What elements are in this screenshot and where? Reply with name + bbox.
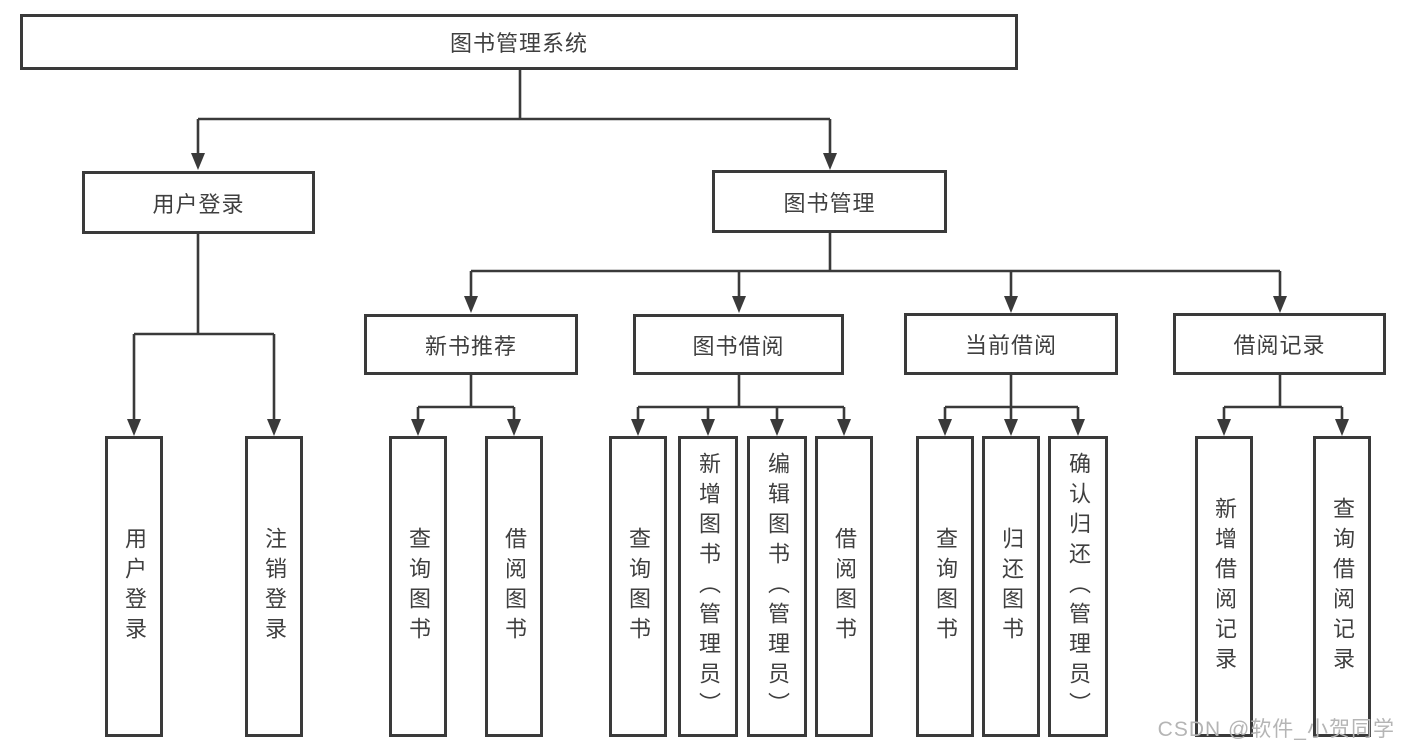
leaf-label: 归还图书 — [999, 526, 1024, 647]
node-label: 用户登录 — [152, 191, 245, 217]
csdn-watermark: CSDN @软件_小贺同学 — [1157, 718, 1395, 741]
leaf-query-books-borrowing: 查询图书 — [609, 436, 667, 737]
node-label: 图书管理系统 — [449, 31, 588, 56]
node-label: 新书推荐 — [424, 333, 517, 359]
leaf-label: 新增图书（管理员） — [696, 451, 721, 722]
leaf-label: 查询图书 — [933, 526, 958, 647]
leaf-add-books-admin: 新增图书（管理员） — [678, 436, 738, 737]
node-new-book-recommendation: 新书推荐 — [364, 314, 578, 375]
leaf-edit-books-admin: 编辑图书（管理员） — [747, 436, 807, 737]
leaf-label: 新增借阅记录 — [1212, 496, 1237, 677]
leaf-borrow-books-recommend: 借阅图书 — [485, 436, 543, 737]
node-book-management: 图书管理 — [712, 170, 947, 233]
leaf-add-borrow-record: 新增借阅记录 — [1195, 436, 1253, 737]
leaf-label: 查询借阅记录 — [1330, 496, 1355, 677]
leaf-query-books-current: 查询图书 — [916, 436, 974, 737]
node-label: 借阅记录 — [1233, 333, 1326, 358]
leaf-query-books-recommend: 查询图书 — [389, 436, 447, 737]
leaf-label: 借阅图书 — [502, 526, 527, 647]
leaf-label: 注销登录 — [262, 526, 287, 647]
node-user-login: 用户登录 — [82, 171, 315, 234]
leaf-user-login: 用户登录 — [105, 436, 163, 737]
leaf-label: 借阅图书 — [832, 526, 857, 647]
leaf-label: 确认归还（管理员） — [1066, 451, 1091, 722]
leaf-logout: 注销登录 — [245, 436, 303, 737]
leaf-return-books: 归还图书 — [982, 436, 1040, 737]
leaf-confirm-return-admin: 确认归还（管理员） — [1048, 436, 1108, 737]
node-label: 图书管理 — [783, 190, 876, 216]
leaf-label: 用户登录 — [122, 526, 147, 647]
leaf-borrow-books-borrowing: 借阅图书 — [815, 436, 873, 737]
leaf-label: 查询图书 — [406, 526, 431, 647]
node-library-management-system: 图书管理系统 — [20, 14, 1018, 70]
node-label: 图书借阅 — [692, 333, 785, 359]
node-book-borrowing: 图书借阅 — [633, 314, 844, 375]
leaf-label: 编辑图书（管理员） — [765, 451, 790, 722]
node-label: 当前借阅 — [964, 333, 1057, 358]
node-borrowing-records: 借阅记录 — [1173, 313, 1386, 375]
leaf-label: 查询图书 — [626, 526, 651, 647]
leaf-query-borrow-record: 查询借阅记录 — [1313, 436, 1371, 737]
node-current-borrowing: 当前借阅 — [904, 313, 1118, 375]
